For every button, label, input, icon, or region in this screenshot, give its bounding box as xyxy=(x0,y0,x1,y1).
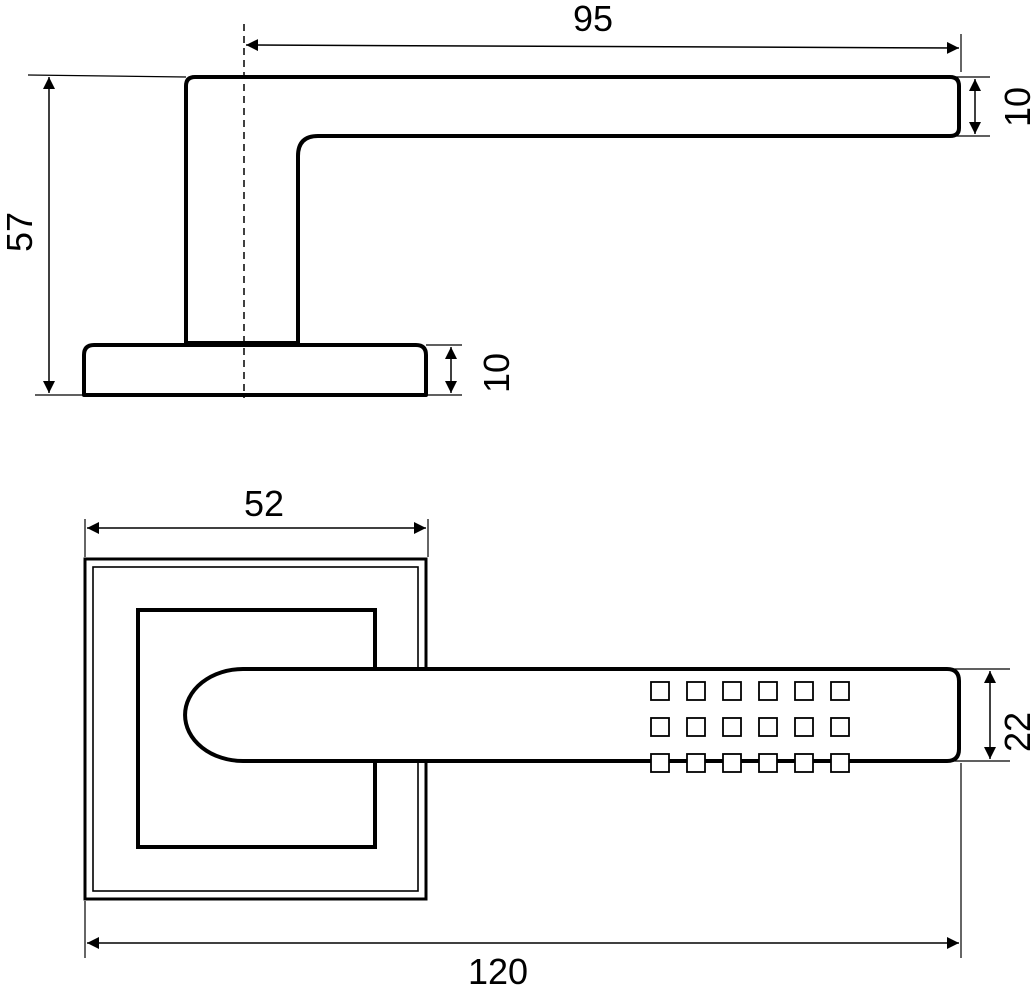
dim-label-52: 52 xyxy=(244,483,284,524)
dim-label-120: 120 xyxy=(468,951,528,988)
dim-label-10-lever: 10 xyxy=(997,87,1035,127)
grip-square xyxy=(758,753,778,773)
grip-square xyxy=(722,717,742,737)
grip-pattern xyxy=(650,681,850,773)
dim-label-95: 95 xyxy=(573,0,613,39)
grip-square xyxy=(794,717,814,737)
dim-label-22: 22 xyxy=(997,712,1035,752)
grip-square xyxy=(686,717,706,737)
grip-square xyxy=(686,681,706,701)
grip-square xyxy=(758,717,778,737)
grip-square xyxy=(794,681,814,701)
side-lever xyxy=(184,75,961,345)
grip-square xyxy=(794,753,814,773)
grip-square xyxy=(830,753,850,773)
dim-line-95 xyxy=(245,39,960,54)
grip-square xyxy=(686,753,706,773)
plan-view: 52 22 120 xyxy=(83,483,1035,988)
dim-label-10-rose: 10 xyxy=(476,353,517,393)
side-rose xyxy=(82,343,428,397)
grip-square xyxy=(650,681,670,701)
side-view: 95 10 57 10 xyxy=(0,0,1035,398)
grip-square xyxy=(722,753,742,773)
dim-label-57: 57 xyxy=(0,212,40,252)
grip-square xyxy=(830,681,850,701)
grip-square xyxy=(830,717,850,737)
grip-square xyxy=(722,681,742,701)
grip-square xyxy=(650,753,670,773)
grip-square xyxy=(650,717,670,737)
grip-square xyxy=(758,681,778,701)
